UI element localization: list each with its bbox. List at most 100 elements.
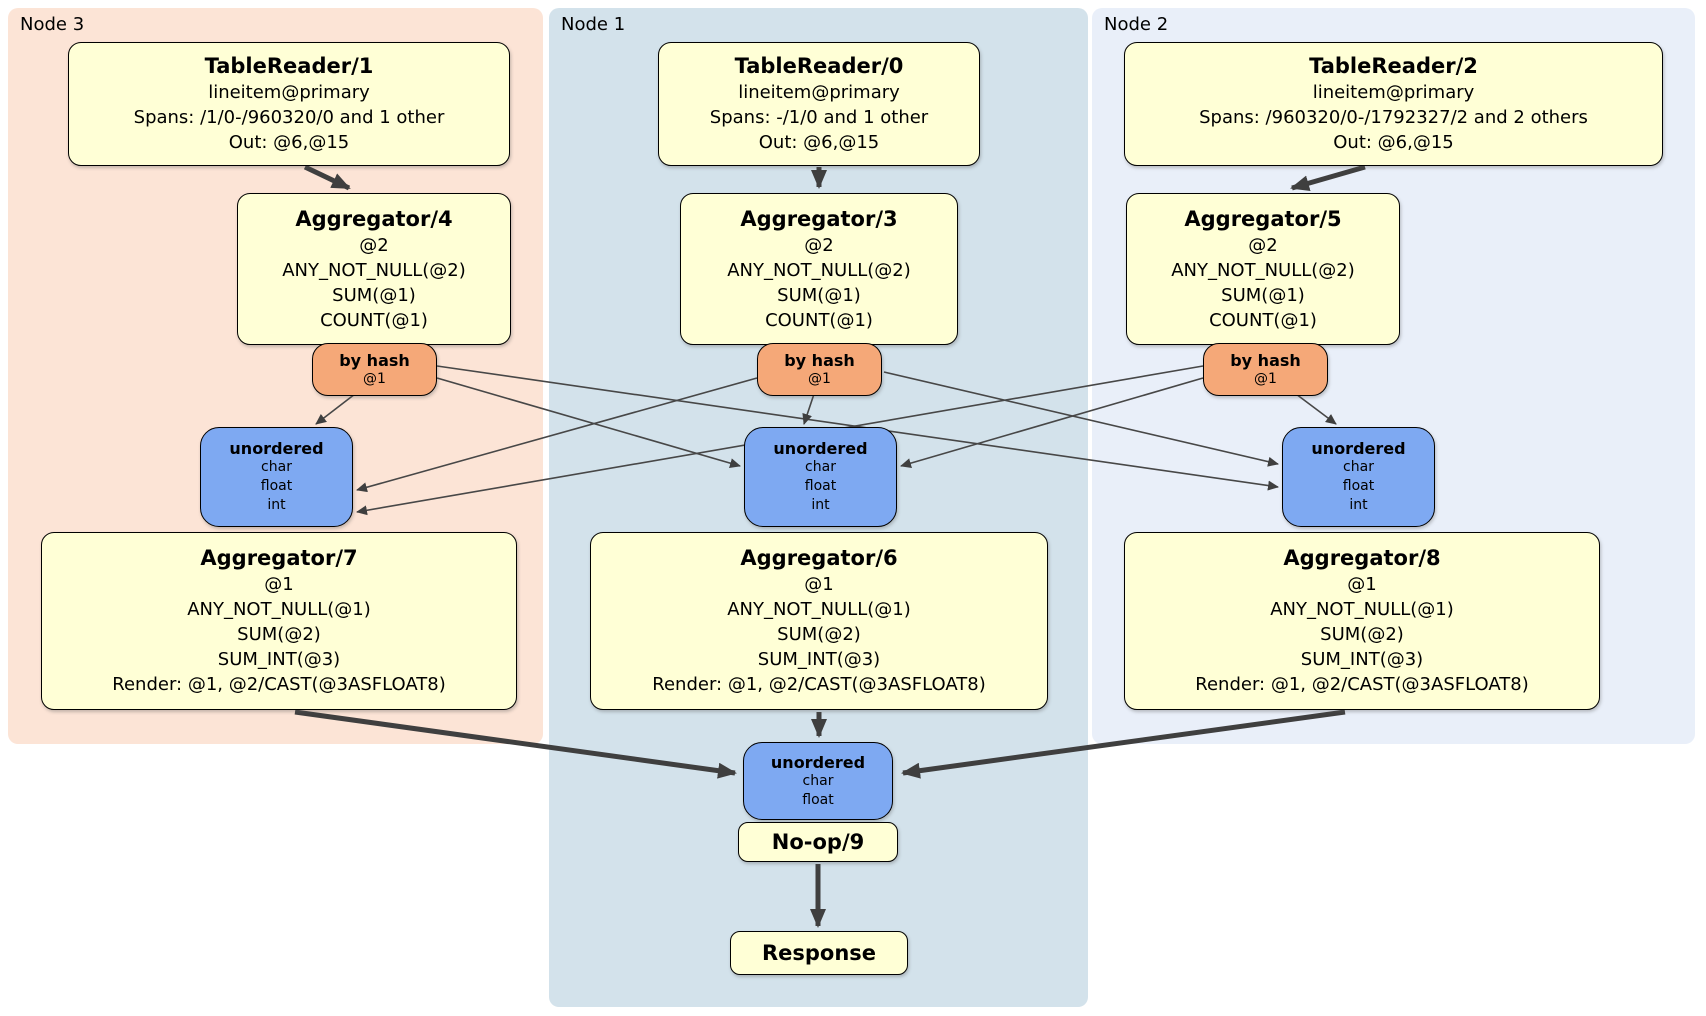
hash-router-3-box: by hash @1 <box>757 343 882 396</box>
unordered-sync-right-col2: float <box>1342 478 1375 494</box>
tablereader-0-index: lineitem@primary <box>738 82 900 103</box>
unordered-sync-left-title: unordered <box>229 439 324 458</box>
edge-hash3-to-sync-mid <box>802 393 815 425</box>
hash-router-5-key: @1 <box>1254 370 1277 387</box>
aggregator-3-fn3: COUNT(@1) <box>765 309 873 331</box>
aggregator-4-fn2: SUM(@1) <box>332 284 416 306</box>
edge-hash3-to-sync-right <box>883 371 1279 467</box>
tablereader-0-out: Out: @6,@15 <box>758 132 880 153</box>
tablereader-1-title: TableReader/1 <box>204 54 374 78</box>
unordered-sync-left-col1: char <box>261 459 292 475</box>
tablereader-1-box: TableReader/1 lineitem@primary Spans: /1… <box>68 42 510 166</box>
aggregator-4-fn3: COUNT(@1) <box>320 309 428 331</box>
unordered-sync-mid-box: unordered char float int <box>744 427 897 527</box>
aggregator-5-fn3: COUNT(@1) <box>1209 309 1317 331</box>
aggregator-3-title: Aggregator/3 <box>740 206 898 231</box>
noop-9-title: No-op/9 <box>771 830 865 854</box>
unordered-sync-right-title: unordered <box>1311 439 1406 458</box>
aggregator-8-fn2: SUM(@2) <box>1320 624 1404 645</box>
edge-hash5-to-sync-mid <box>900 377 1204 469</box>
edge-hash3-to-sync-left <box>356 377 758 493</box>
aggregator-7-box: Aggregator/7 @1 ANY_NOT_NULL(@1) SUM(@2)… <box>41 532 517 710</box>
aggregator-7-title: Aggregator/7 <box>200 546 358 570</box>
edge-tablereader1-to-aggregator4 <box>303 164 351 191</box>
aggregator-4-title: Aggregator/4 <box>295 206 453 231</box>
unordered-sync-mid-col3: int <box>811 497 830 513</box>
tablereader-2-title: TableReader/2 <box>1309 54 1478 78</box>
tablereader-2-index: lineitem@primary <box>1312 82 1475 103</box>
tablereader-0-spans: Spans: -/1/0 and 1 other <box>709 107 929 128</box>
aggregator-4-fn1: ANY_NOT_NULL(@2) <box>282 259 466 281</box>
aggregator-3-group: @2 <box>804 234 834 256</box>
aggregator-5-group: @2 <box>1248 234 1278 256</box>
hash-router-5-title: by hash <box>1230 350 1301 370</box>
unordered-sync-right-col3: int <box>1349 497 1368 513</box>
tablereader-2-out: Out: @6,@15 <box>1333 132 1454 153</box>
aggregator-6-fn3: SUM_INT(@3) <box>757 649 881 670</box>
edge-hash4-to-sync-left <box>315 393 356 425</box>
edge-hash4-to-sync-mid <box>436 377 741 469</box>
node2-panel-label: Node 2 <box>1104 14 1169 35</box>
unordered-sync-right-box: unordered char float int <box>1282 427 1435 527</box>
unordered-sync-left-col3: int <box>267 497 286 513</box>
aggregator-6-group: @1 <box>804 574 834 595</box>
aggregator-7-fn1: ANY_NOT_NULL(@1) <box>187 599 371 620</box>
hash-router-5-box: by hash @1 <box>1203 343 1328 396</box>
aggregator-3-box: Aggregator/3 @2 ANY_NOT_NULL(@2) SUM(@1)… <box>680 193 958 345</box>
aggregator-7-fn3: SUM_INT(@3) <box>217 649 341 670</box>
unordered-sync-final-col2: float <box>802 791 834 808</box>
aggregator-8-title: Aggregator/8 <box>1283 546 1441 570</box>
tablereader-2-spans: Spans: /960320/0-/1792327/2 and 2 others <box>1199 107 1588 128</box>
aggregator-5-box: Aggregator/5 @2 ANY_NOT_NULL(@2) SUM(@1)… <box>1126 193 1400 345</box>
edge-tablereader2-to-aggregator5 <box>1290 164 1366 191</box>
aggregator-8-render: Render: @1, @2/CAST(@3ASFLOAT8) <box>1195 674 1529 695</box>
node3-panel-label: Node 3 <box>20 14 85 35</box>
unordered-sync-mid-col2: float <box>804 478 837 494</box>
hash-router-4-box: by hash @1 <box>312 343 437 396</box>
response-title: Response <box>761 941 877 965</box>
aggregator-3-fn2: SUM(@1) <box>777 284 861 306</box>
unordered-sync-final-title: unordered <box>770 752 866 772</box>
unordered-sync-final-col1: char <box>802 772 834 789</box>
hash-router-3-key: @1 <box>808 370 831 387</box>
aggregator-7-render: Render: @1, @2/CAST(@3ASFLOAT8) <box>112 674 446 695</box>
aggregator-4-group: @2 <box>359 234 389 256</box>
response-box: Response <box>730 931 908 975</box>
aggregator-6-box: Aggregator/6 @1 ANY_NOT_NULL(@1) SUM(@2)… <box>590 532 1048 710</box>
edge-aggregator7-to-final-sync <box>294 709 737 779</box>
unordered-sync-final-box: unordered char float <box>743 742 893 820</box>
tablereader-1-out: Out: @6,@15 <box>228 132 350 153</box>
aggregator-8-fn3: SUM_INT(@3) <box>1300 649 1424 670</box>
aggregator-8-fn1: ANY_NOT_NULL(@1) <box>1270 599 1454 620</box>
node1-panel-label: Node 1 <box>561 14 626 35</box>
tablereader-0-title: TableReader/0 <box>734 54 904 78</box>
tablereader-1-index: lineitem@primary <box>208 82 370 103</box>
noop-9-box: No-op/9 <box>738 822 898 862</box>
tablereader-2-box: TableReader/2 lineitem@primary Spans: /9… <box>1124 42 1663 166</box>
aggregator-8-box: Aggregator/8 @1 ANY_NOT_NULL(@1) SUM(@2)… <box>1124 532 1600 710</box>
aggregator-7-fn2: SUM(@2) <box>237 624 321 645</box>
aggregator-6-fn2: SUM(@2) <box>777 624 861 645</box>
edge-aggregator8-to-final-sync <box>901 709 1346 779</box>
aggregator-6-fn1: ANY_NOT_NULL(@1) <box>727 599 911 620</box>
unordered-sync-mid-title: unordered <box>773 439 868 458</box>
hash-router-4-title: by hash <box>339 350 410 370</box>
edge-hash5-to-sync-right <box>1295 393 1337 425</box>
aggregator-7-group: @1 <box>264 574 294 595</box>
aggregator-6-render: Render: @1, @2/CAST(@3ASFLOAT8) <box>652 674 986 695</box>
tablereader-0-box: TableReader/0 lineitem@primary Spans: -/… <box>658 42 980 166</box>
aggregator-5-fn1: ANY_NOT_NULL(@2) <box>1171 259 1355 281</box>
aggregator-3-fn1: ANY_NOT_NULL(@2) <box>727 259 911 281</box>
aggregator-5-title: Aggregator/5 <box>1184 206 1342 231</box>
edge-hash4-to-sync-right <box>436 365 1279 491</box>
unordered-sync-left-box: unordered char float int <box>200 427 353 527</box>
unordered-sync-right-col1: char <box>1343 459 1374 475</box>
hash-router-4-key: @1 <box>363 370 386 387</box>
aggregator-5-fn2: SUM(@1) <box>1221 284 1305 306</box>
unordered-sync-left-col2: float <box>260 478 293 494</box>
aggregator-8-group: @1 <box>1347 574 1377 595</box>
aggregator-6-title: Aggregator/6 <box>740 546 898 570</box>
unordered-sync-mid-col1: char <box>805 459 836 475</box>
